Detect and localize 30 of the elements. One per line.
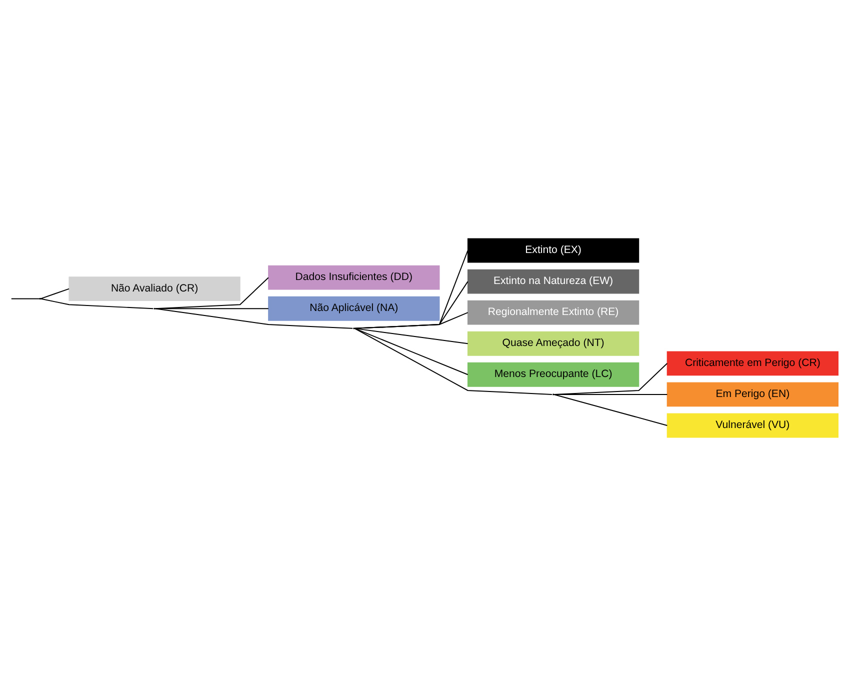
node-box: Não Aplicável (NA) — [268, 296, 440, 320]
node-box: Quase Ameçado (NT) — [467, 330, 640, 356]
connector — [354, 250, 468, 328]
connector — [354, 327, 552, 394]
node-box: Extinto na Natureza (EW) — [467, 268, 640, 294]
node-box: Dados Insuficientes (DD) — [268, 264, 440, 290]
node-box: Criticamente em Perigo (CR) — [666, 350, 838, 376]
connector — [354, 327, 468, 344]
node-point — [552, 393, 554, 395]
node-point — [353, 327, 355, 329]
node-point — [154, 307, 156, 309]
connector — [554, 393, 668, 394]
node-box: Vulnerável (VU) — [666, 412, 838, 438]
node-point — [39, 297, 41, 300]
connector — [40, 298, 154, 309]
node-box: Não Avaliado (CR) — [68, 276, 240, 301]
node-box: Em Perigo (EN) — [666, 382, 838, 406]
node-box: Menos Preocupante (LC) — [467, 362, 640, 386]
connector — [354, 280, 468, 328]
connector — [154, 308, 269, 309]
node-box: Extinto (EX) — [467, 238, 640, 262]
connector — [10, 298, 40, 299]
connector — [154, 276, 269, 309]
node-box: Regionalmente Extinto (RE) — [467, 300, 640, 324]
connector — [554, 362, 668, 394]
connector — [354, 312, 468, 328]
connector — [40, 288, 70, 299]
connector — [154, 308, 354, 328]
connector — [354, 327, 468, 375]
connector — [554, 393, 668, 426]
